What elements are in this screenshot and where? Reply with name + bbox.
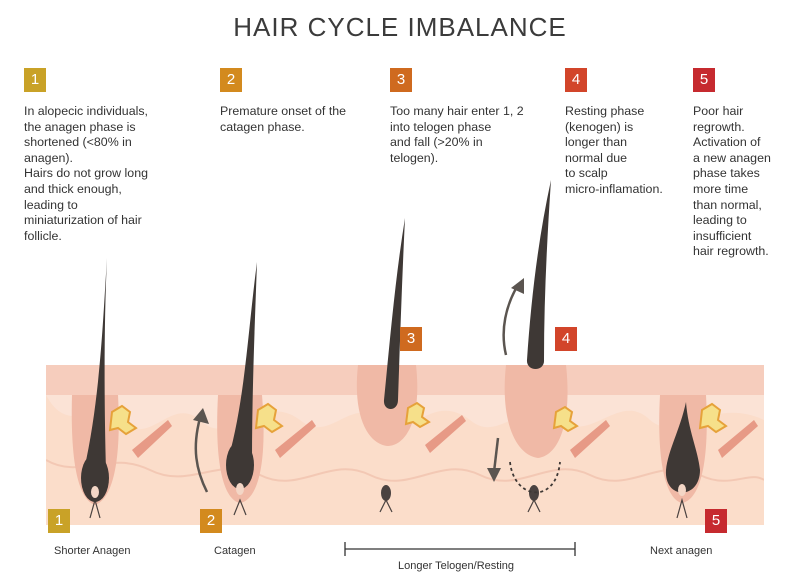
step-4-description: Resting phase (kenogen) is longer than n… xyxy=(565,104,663,196)
phase-label-shorter-anagen: Shorter Anagen xyxy=(54,545,131,557)
follicle-4 xyxy=(504,365,568,458)
step-3-badge: 3 xyxy=(390,68,412,92)
step-3-description: Too many hair enter 1, 2 into telogen ph… xyxy=(390,104,524,165)
hair-2-bulb xyxy=(226,441,254,489)
step-4-badge: 4 xyxy=(565,68,587,92)
down-arrow-icon xyxy=(492,437,500,473)
step-2-description: Premature onset of the catagen phase. xyxy=(220,104,347,134)
bulb-highlights xyxy=(91,483,686,498)
step-1-badge: 1 xyxy=(24,68,46,92)
hair-shafts xyxy=(81,180,700,502)
arrow-icons xyxy=(194,284,520,493)
diagram-badge-4: 4 xyxy=(555,327,577,351)
hair-1-bulb xyxy=(81,454,109,502)
diagram-badge-2: 2 xyxy=(200,509,222,533)
up-arrow-icon xyxy=(502,284,520,356)
hair-1 xyxy=(83,258,107,487)
step-5-description: Poor hair regrowth. Activation of a new … xyxy=(693,104,771,259)
diagram-badge-5: 5 xyxy=(705,509,727,533)
step-1-description: In alopecic individuals, the anagen phas… xyxy=(24,104,148,243)
diagram-badge-3: 3 xyxy=(400,327,422,351)
resting-follicle-outline xyxy=(509,461,561,494)
up-arrow-icon xyxy=(194,417,209,493)
phase-label-next-anagen: Next anagen xyxy=(650,545,713,557)
sebaceous-gland-icons xyxy=(108,401,728,436)
page-title: HAIR CYCLE IMBALANCE xyxy=(233,12,567,42)
scalp-cross-section xyxy=(46,365,764,525)
hair-4 xyxy=(526,180,551,369)
hair-2 xyxy=(227,262,257,476)
telogen-bracket xyxy=(344,542,576,556)
hair-3 xyxy=(383,218,405,409)
diagram-badge-1: 1 xyxy=(48,509,70,533)
hair-5 xyxy=(665,402,700,493)
phase-label-longer-telogen: Longer Telogen/Resting xyxy=(398,560,514,572)
phase-label-catagen: Catagen xyxy=(214,545,256,557)
papilla-icons xyxy=(381,485,539,501)
arrector-muscle-icons xyxy=(132,415,758,458)
step-5-badge: 5 xyxy=(693,68,715,92)
step-2-badge: 2 xyxy=(220,68,242,92)
